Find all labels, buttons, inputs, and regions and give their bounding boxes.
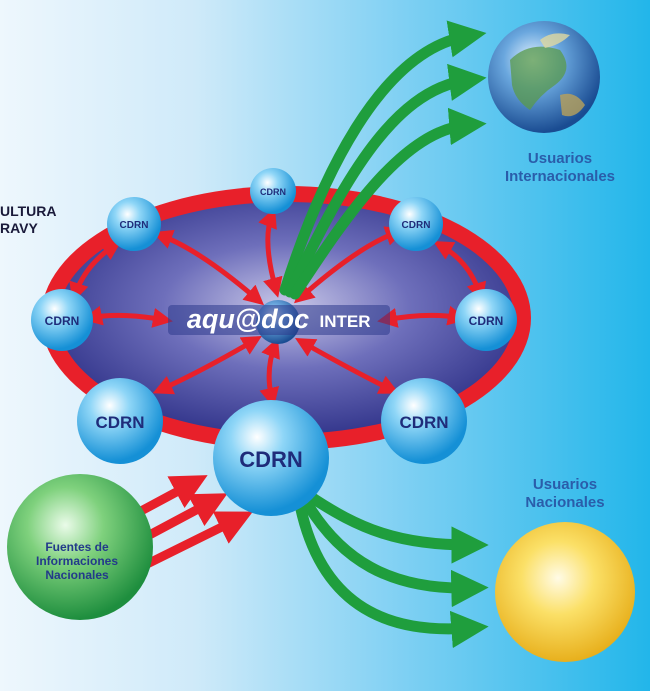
node-bottom-label: CDRN: [239, 447, 303, 472]
node-lower-left-sphere: [77, 378, 163, 464]
international-users-line1: Usuarios: [527, 150, 593, 167]
node-top: CDRN: [250, 168, 296, 214]
node-top-label: CDRN: [260, 187, 286, 197]
arrow-hub-bottom: [259, 337, 280, 408]
node-lower-left-label: CDRN: [95, 413, 144, 432]
cutoff-label-line2: RAVY: [0, 220, 38, 236]
international-users-line2: Internacionales: [504, 168, 616, 185]
node-upper-left-label: CDRN: [120, 220, 149, 231]
green-arrow-intl-2: [284, 63, 487, 298]
green-arrow-nat-3: [294, 499, 489, 649]
node-mid-left: CDRN: [31, 289, 93, 351]
green-arrow-nat-2: [299, 494, 489, 608]
internal-arrows: [69, 207, 487, 408]
node-upper-right: CDRN: [389, 197, 443, 251]
green-arrow-nat-1: [302, 489, 489, 564]
node-mid-right-sphere: [455, 289, 517, 351]
arrow-hub-upper-left: [152, 229, 265, 306]
node-upper-left-sphere: [107, 197, 161, 251]
arrow-hub-mid-right: [377, 305, 468, 328]
node-mid-right-label: CDRN: [469, 314, 504, 328]
logo-plate: [168, 305, 390, 335]
node-bottom-sphere: [213, 400, 329, 516]
node-lower-right-sphere: [381, 378, 467, 464]
node-mid-left-sphere: [31, 289, 93, 351]
green-arrow-intl-3: [289, 107, 487, 300]
national-users-sphere: [495, 522, 635, 662]
international-arrows: [279, 20, 487, 300]
node-upper-right-label: CDRN: [402, 220, 431, 231]
node-mid-right: CDRN: [455, 289, 517, 351]
international-users-label: Usuarios Internacionales: [470, 150, 650, 186]
sources-line2: Informaciones: [35, 554, 119, 568]
arrow-hub-lower-left: [152, 335, 262, 395]
node-lower-left: CDRN: [77, 378, 163, 464]
national-users-line1: Usuarios: [532, 476, 598, 493]
node-lower-right: CDRN: [381, 378, 467, 464]
node-bottom: CDRN: [213, 400, 329, 516]
arrow-upper-left-mid-left: [69, 240, 122, 303]
sources-line3: Nacionales: [45, 568, 109, 582]
national-users-line2: Nacionales: [525, 494, 605, 511]
sources-label: Fuentes de Informaciones Nacionales: [2, 540, 152, 582]
arrow-hub-upper-right: [294, 226, 406, 304]
logo-suffix: INTER: [320, 312, 371, 331]
world-globe-icon: [488, 21, 600, 133]
node-top-sphere: [250, 168, 296, 214]
arrow-hub-mid-left: [82, 305, 173, 328]
node-lower-right-label: CDRN: [399, 413, 448, 432]
sources-line1: Fuentes de: [45, 540, 109, 554]
logo-main: aqu@doc: [187, 304, 309, 334]
national-users-label: Usuarios Nacionales: [495, 476, 635, 512]
arrow-hub-top: [258, 207, 283, 298]
node-upper-right-sphere: [389, 197, 443, 251]
node-mid-left-label: CDRN: [45, 314, 80, 328]
sources-sphere: [7, 474, 153, 620]
arrow-upper-right-mid-right: [433, 241, 487, 303]
green-arrow-intl-1: [279, 20, 487, 296]
national-arrows: [294, 489, 489, 649]
arrow-hub-lower-right: [295, 338, 400, 394]
red-arrow-src-3: [130, 511, 253, 575]
cutoff-label: ULTURA RAVY: [0, 203, 57, 237]
node-upper-left: CDRN: [107, 197, 161, 251]
cutoff-label-line1: ULTURA: [0, 203, 57, 219]
